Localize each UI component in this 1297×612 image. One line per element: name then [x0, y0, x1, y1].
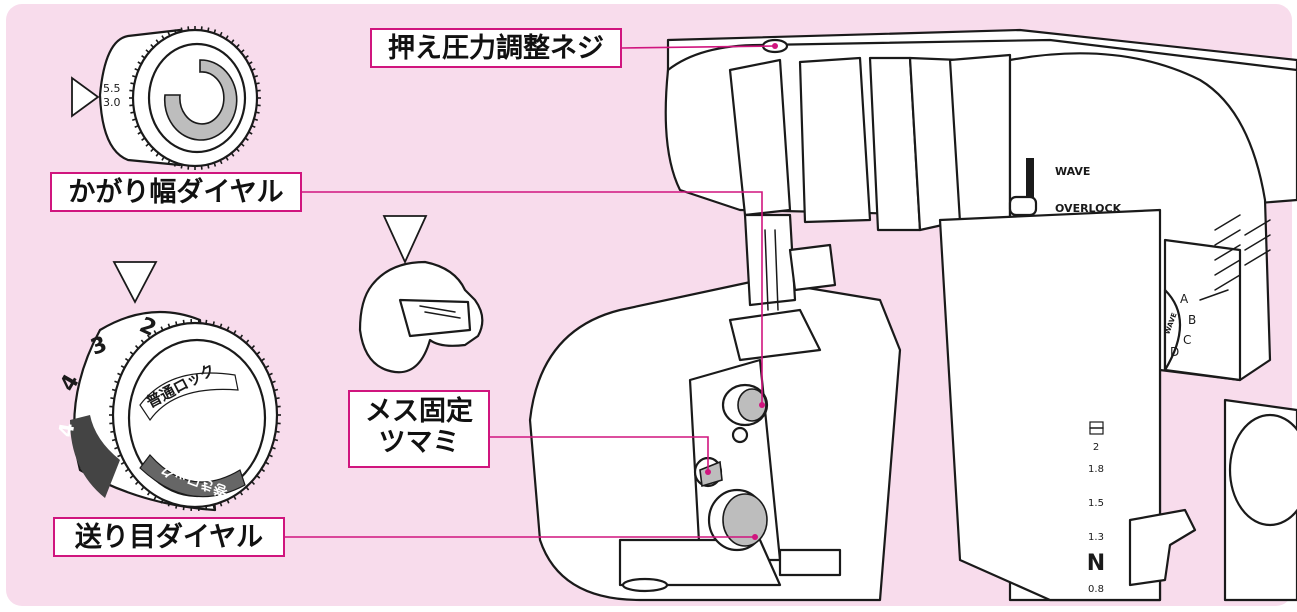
width-knob-on-machine	[721, 383, 769, 427]
selector-letter-c: C	[1183, 333, 1191, 347]
vent-slots	[1214, 214, 1271, 291]
knife-lock-line-1: メス固定	[365, 396, 473, 427]
length-mark-1-8: 1.8	[1088, 464, 1104, 475]
wave-selector-dial: A B C D WAVE	[1163, 288, 1229, 372]
callout-stitch-length-dial: 送り目ダイヤル	[53, 517, 285, 557]
width-mark-3-0: 3.0	[103, 96, 121, 109]
selector-letter-d: D	[1170, 345, 1179, 359]
leader-lines	[285, 43, 778, 540]
serger-machine: WAVE OVERLOCK A B C D WAVE 2 1.8 1.5	[528, 28, 1297, 602]
stitch-knob-on-machine	[707, 488, 768, 552]
mode-lever-slot	[1026, 158, 1034, 208]
knife-lock-knob-illustration	[358, 215, 484, 374]
length-mark-1-5: 1.5	[1088, 498, 1104, 509]
leader-pressure-screw	[621, 45, 776, 49]
mode-overlock-label: OVERLOCK	[1055, 202, 1122, 215]
length-mark-n: N	[1087, 551, 1105, 576]
stitch-pattern-icon	[1089, 421, 1104, 435]
callout-pressure-screw: 押え圧力調整ネジ	[370, 28, 622, 68]
leader-knife-lock	[490, 436, 709, 472]
mode-wave-label: WAVE	[1055, 165, 1090, 178]
triangle-pointer-icon	[382, 215, 428, 265]
stitch-number-4-rolled: 4	[53, 421, 79, 439]
triangle-pointer-icon	[112, 261, 158, 304]
length-mark-0-8: 0.8	[1088, 584, 1104, 595]
callout-cutting-width-dial: かがり幅ダイヤル	[50, 172, 302, 212]
width-mark-5-5: 5.5	[103, 82, 121, 95]
length-scale: 2 1.8 1.5 1.3 N 0.8	[1087, 421, 1105, 595]
knife-lock-line-2: ツマミ	[378, 427, 460, 459]
mode-lever	[1008, 195, 1038, 217]
callout-knife-lock-knob: メス固定 ツマミ	[348, 390, 490, 468]
triangle-pointer-icon	[71, 76, 100, 118]
needle-area	[728, 213, 837, 362]
selector-letter-a: A	[1180, 292, 1189, 306]
length-mark-2: 2	[1093, 442, 1099, 453]
length-mark-1-3: 1.3	[1088, 532, 1104, 543]
stitch-dial-illustration: 2 3 4 4 普通ロック 巻きロック	[53, 261, 281, 512]
leader-width-dial	[302, 191, 763, 405]
width-dial-illustration: 5.5 3.0	[71, 26, 261, 170]
selector-letter-b: B	[1188, 313, 1196, 327]
